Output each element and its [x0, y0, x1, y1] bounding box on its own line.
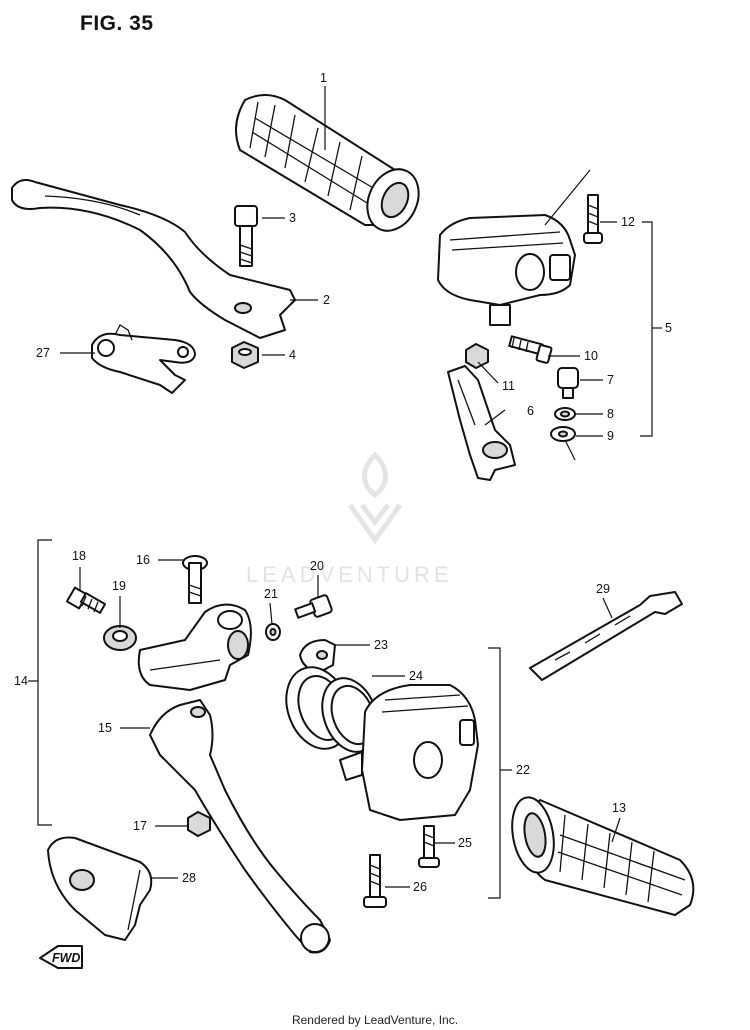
callout-15: 15	[98, 721, 112, 735]
part-29-cable-tie[interactable]	[529, 591, 683, 681]
part-7-bolt[interactable]	[557, 367, 579, 399]
callout-1: 1	[320, 71, 327, 85]
callout-6: 6	[527, 404, 534, 418]
callout-9: 9	[607, 429, 614, 443]
callout-16: 16	[136, 553, 150, 567]
part-5-switch-housing[interactable]	[437, 169, 591, 326]
callout-2: 2	[323, 293, 330, 307]
part-1-handlebar-grip[interactable]	[235, 94, 428, 239]
part-27-parking-brake-plate[interactable]	[91, 324, 196, 394]
callout-29: 29	[596, 582, 610, 596]
part-25-screw[interactable]	[418, 825, 440, 868]
part-10-screw[interactable]	[508, 335, 553, 364]
part-23-clamp[interactable]	[299, 639, 336, 673]
part-11-nut[interactable]	[465, 343, 489, 369]
callout-3: 3	[289, 211, 296, 225]
fwd-label: FWD	[52, 951, 80, 965]
callout-13: 13	[612, 801, 626, 815]
callout-22: 22	[516, 763, 530, 777]
part-16-pivot-bolt[interactable]	[182, 555, 208, 604]
part-18-adjuster-bolt[interactable]	[65, 586, 107, 614]
part-19-locknut[interactable]	[103, 625, 137, 651]
callout-25: 25	[458, 836, 472, 850]
callout-5: 5	[665, 321, 672, 335]
callout-numbers: 1 2 3 4 5 6 7 8 9 10 11 12 13 14 15 16 1…	[14, 71, 672, 894]
part-3-pivot-bolt[interactable]	[234, 205, 258, 267]
part-20-bolt[interactable]	[294, 594, 333, 619]
callout-10: 10	[584, 349, 598, 363]
callout-27: 27	[36, 346, 50, 360]
part-17-nut[interactable]	[187, 811, 211, 837]
callout-28: 28	[182, 871, 196, 885]
callout-21: 21	[264, 587, 278, 601]
callout-19: 19	[112, 579, 126, 593]
footer-credit: Rendered by LeadVenture, Inc.	[291, 1013, 459, 1027]
callout-18: 18	[72, 549, 86, 563]
callout-17: 17	[133, 819, 147, 833]
callout-26: 26	[413, 880, 427, 894]
callout-8: 8	[607, 407, 614, 421]
part-8-washer[interactable]	[554, 407, 576, 421]
callout-20: 20	[310, 559, 324, 573]
part-14-lever-holder[interactable]	[137, 603, 252, 691]
callout-12: 12	[621, 215, 635, 229]
front-arrow-icon: FWD	[39, 945, 83, 969]
part-28-lever-cover[interactable]	[47, 836, 153, 941]
callout-4: 4	[289, 348, 296, 362]
part-4-nut[interactable]	[231, 341, 259, 369]
part-13-handlebar-grip[interactable]	[507, 794, 695, 916]
part-26-screw[interactable]	[363, 854, 387, 908]
part-2-brake-lever[interactable]	[11, 179, 296, 339]
callout-7: 7	[607, 373, 614, 387]
leader-lines	[28, 86, 662, 899]
watermark-text: LEADVENTURE	[246, 562, 453, 587]
part-21-washer[interactable]	[265, 623, 281, 641]
part-9-washer[interactable]	[550, 426, 576, 442]
watermark-logo-icon	[347, 451, 403, 545]
callout-14: 14	[14, 674, 28, 688]
part-15-clutch-lever[interactable]	[149, 699, 331, 954]
callout-23: 23	[374, 638, 388, 652]
callout-24: 24	[409, 669, 423, 683]
part-6-throttle-lever[interactable]	[447, 365, 516, 481]
part-12-screw[interactable]	[583, 194, 603, 244]
callout-11: 11	[502, 379, 515, 393]
part-22-switch-housing[interactable]	[339, 684, 479, 821]
figure-title: FIG. 35	[80, 12, 154, 35]
